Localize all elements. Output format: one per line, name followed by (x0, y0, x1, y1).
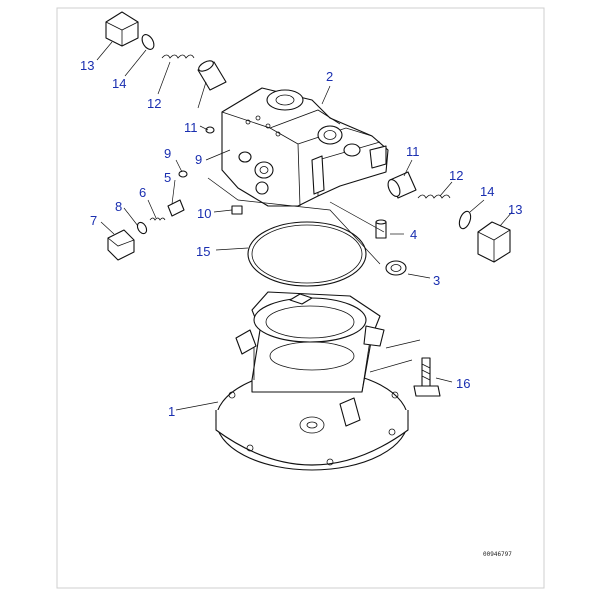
callout-11-right: 11 (406, 144, 420, 159)
callout-1: 1 (168, 404, 175, 419)
leader-lines (96, 41, 513, 411)
plug-part-7 (107, 229, 135, 261)
sleeve-left-part-11 (197, 60, 227, 91)
poppet-part-5 (167, 199, 185, 217)
callout-16: 16 (456, 376, 470, 391)
sleeve-right-part-11 (387, 171, 417, 199)
plug-part-9 (178, 170, 188, 178)
callout-13-left: 13 (80, 58, 94, 73)
callout-5: 5 (164, 170, 171, 185)
collar-part-3 (385, 260, 407, 276)
callout-4: 4 (410, 227, 417, 242)
callout-6: 6 (139, 185, 146, 200)
callout-8: 8 (115, 199, 122, 214)
callout-9-lower: 9 (195, 152, 202, 167)
drawing-code: 00946797 (483, 551, 512, 558)
diagram-border (56, 7, 545, 589)
washer-left-part-14 (141, 34, 155, 50)
spring-right-part-12 (417, 194, 451, 199)
callout-12-left: 12 (147, 96, 161, 111)
plug-right-part-13 (477, 221, 511, 263)
callout-11-left: 11 (184, 120, 198, 135)
callout-7: 7 (90, 213, 97, 228)
callout-15: 15 (196, 244, 210, 259)
pin-part-4 (375, 219, 387, 239)
callout-14-left: 14 (112, 76, 126, 91)
callouts: 13 14 12 11 2 9 9 5 6 8 7 10 11 12 14 13… (80, 58, 522, 419)
orifice-part-10 (231, 205, 243, 215)
small-plug-part-11 (205, 126, 215, 134)
bolt-part-16 (413, 357, 441, 397)
plug-left-part-13 (105, 11, 139, 47)
valve-body-part-2 (221, 87, 389, 207)
callout-12-right: 12 (449, 168, 463, 183)
callout-10: 10 (197, 206, 211, 221)
washer-right-part-14 (458, 210, 472, 230)
callout-9-upper: 9 (164, 146, 171, 161)
housing-part-1 (215, 291, 409, 471)
callout-3: 3 (433, 273, 440, 288)
callout-13-right: 13 (508, 202, 522, 217)
washer-part-8 (136, 221, 148, 235)
callout-14-right: 14 (480, 184, 494, 199)
spring-part-6 (149, 217, 166, 221)
callout-2: 2 (326, 69, 333, 84)
spring-left-part-12 (161, 54, 195, 59)
o-ring-part-15 (247, 221, 367, 287)
